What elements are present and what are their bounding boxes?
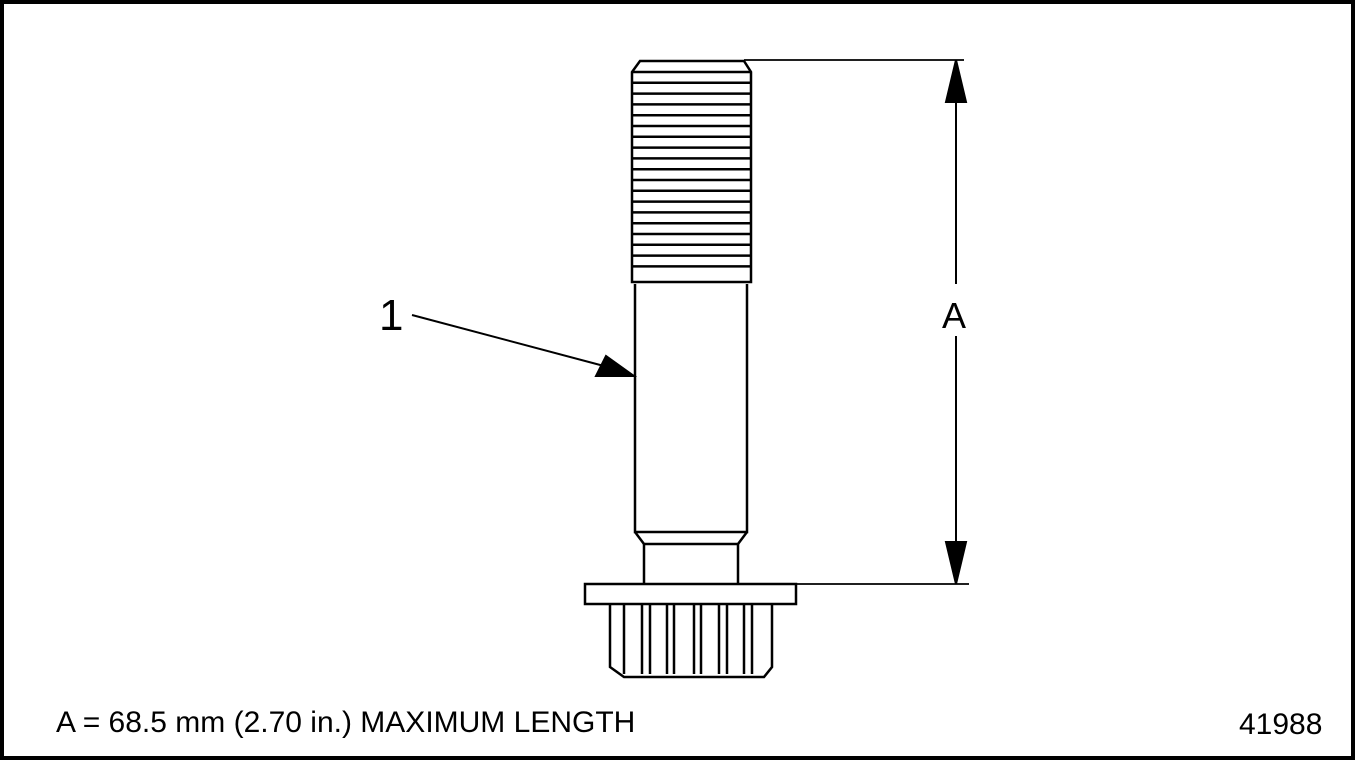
dimension-extension-lines [744,59,969,585]
bolt-shank [633,284,749,583]
bolt-flange [583,582,798,606]
bolt-splined-head [608,604,774,679]
dimension-a-label: A [942,295,967,336]
bolt-drawing [411,59,969,679]
leader-arrow-1 [411,314,638,377]
figure-number: 41988 [1239,708,1323,741]
figure-caption: A = 68.5 mm (2.70 in.) MAXIMUM LENGTH [56,706,636,739]
dimension-line-a [944,59,968,585]
bolt-threads [630,59,753,284]
callout-1-label: 1 [379,291,404,340]
